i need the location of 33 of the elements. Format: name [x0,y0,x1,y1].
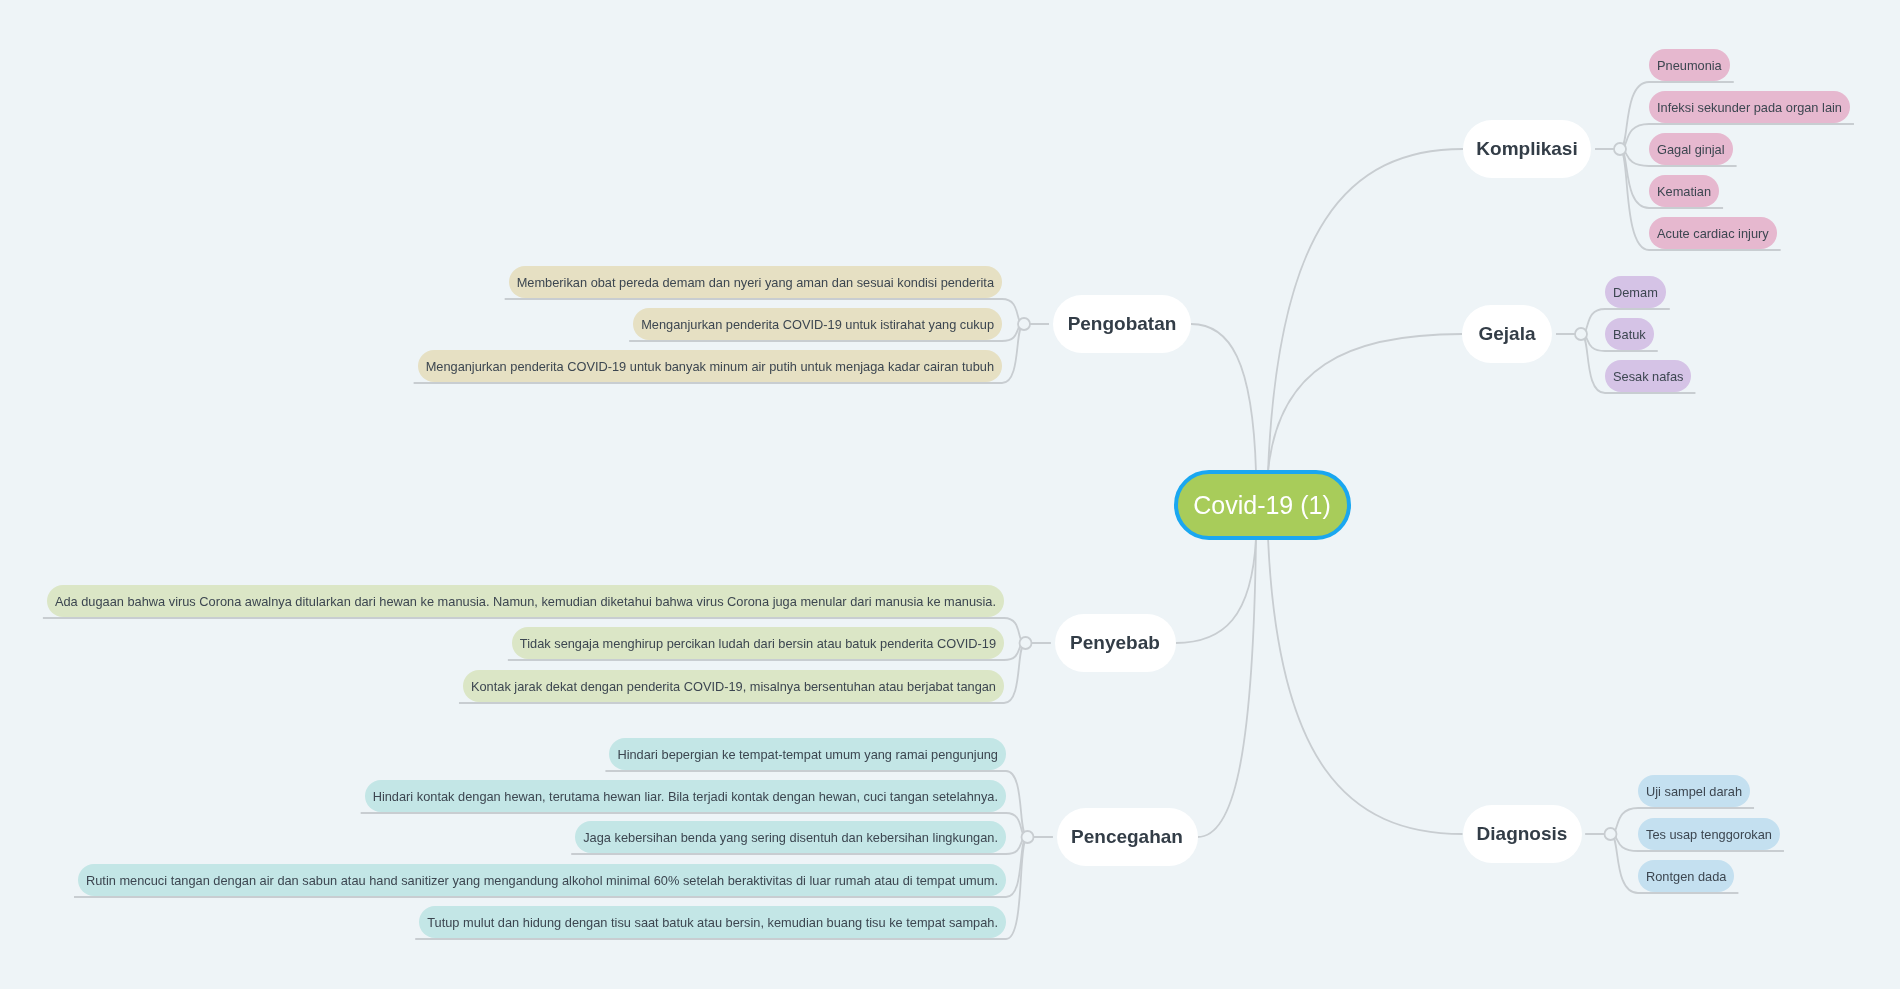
subtopic-pill: Tes usap tenggorokan [1638,818,1780,850]
subtopic-pill: Pneumonia [1649,49,1730,81]
topic-box: Diagnosis [1462,805,1582,863]
subtopic-pill: Kematian [1649,175,1720,207]
subtopic-pill: Infeksi sekunder pada organ lain [1649,91,1850,123]
subtopic-pill: Rutin mencuci tangan dengan air dan sabun atau hand sanitizer yang mengandung alkohol minimal 60% setelah beraktivitas di luar rumah atau di tempat umum. [78,864,1006,896]
subtopic-pill: Menganjurkan penderita COVID-19 untuk istirahat yang cukup [633,308,1002,340]
subtopic-pill: Tidak sengaja menghirup percikan ludah dari bersin atau batuk penderita COVID-19 [511,627,1004,659]
subtopic-pill: Uji sampel darah [1638,775,1751,807]
subtopic-pill: Kontak jarak dekat dengan penderita COVID-19, misalnya bersentuhan atau berjabat tangan [462,670,1004,702]
subtopic-pill: Batuk [1605,318,1654,350]
subtopic-pill: Rontgen dada [1638,860,1735,892]
subtopic-pill: Demam [1605,276,1666,308]
subtopic-pill: Acute cardiac injury [1649,217,1777,249]
connector-line [1267,537,1464,835]
connector-line [1196,537,1257,838]
topic-box: Pencegahan [1056,808,1198,866]
subtopic-pill: Jaga kebersihan benda yang sering disentuh dan kebersihan lingkungan. [575,821,1006,853]
connector-line [1190,323,1257,473]
topic-box: Pengobatan [1053,295,1191,353]
topic-box: Penyebab [1054,614,1176,672]
topic-box: Gejala [1462,305,1552,363]
subtopic-pill: Sesak nafas [1605,360,1692,392]
subtopic-pill: Tutup mulut dan hidung dengan tisu saat batuk atau bersin, kemudian buang tisu ke tempat sampah. [419,906,1006,938]
subtopic-pill: Hindari bepergian ke tempat-tempat umum yang ramai pengunjung [609,738,1006,770]
subtopic-pill: Memberikan obat pereda demam dan nyeri yang aman dan sesuai kondisi penderita [508,266,1002,298]
subtopic-pill: Ada dugaan bahwa virus Corona awalnya ditularkan dari hewan ke manusia. Namun, kemudian diketahui bahwa virus Corona juga menular dari manusia ke manusia. [46,585,1004,617]
subtopic-pill: Hindari kontak dengan hewan, terutama hewan liar. Bila terjadi kontak dengan hewan, cuci tangan setelahnya. [364,780,1006,812]
central-topic: Covid-19 (1) [1173,470,1351,540]
subtopic-pill: Gagal ginjal [1649,133,1733,165]
connector-line [1267,333,1463,473]
subtopic-pill: Menganjurkan penderita COVID-19 untuk banyak minum air putih untuk menjaga kadar cairan tubuh [417,350,1002,382]
topic-box: Komplikasi [1463,120,1591,178]
